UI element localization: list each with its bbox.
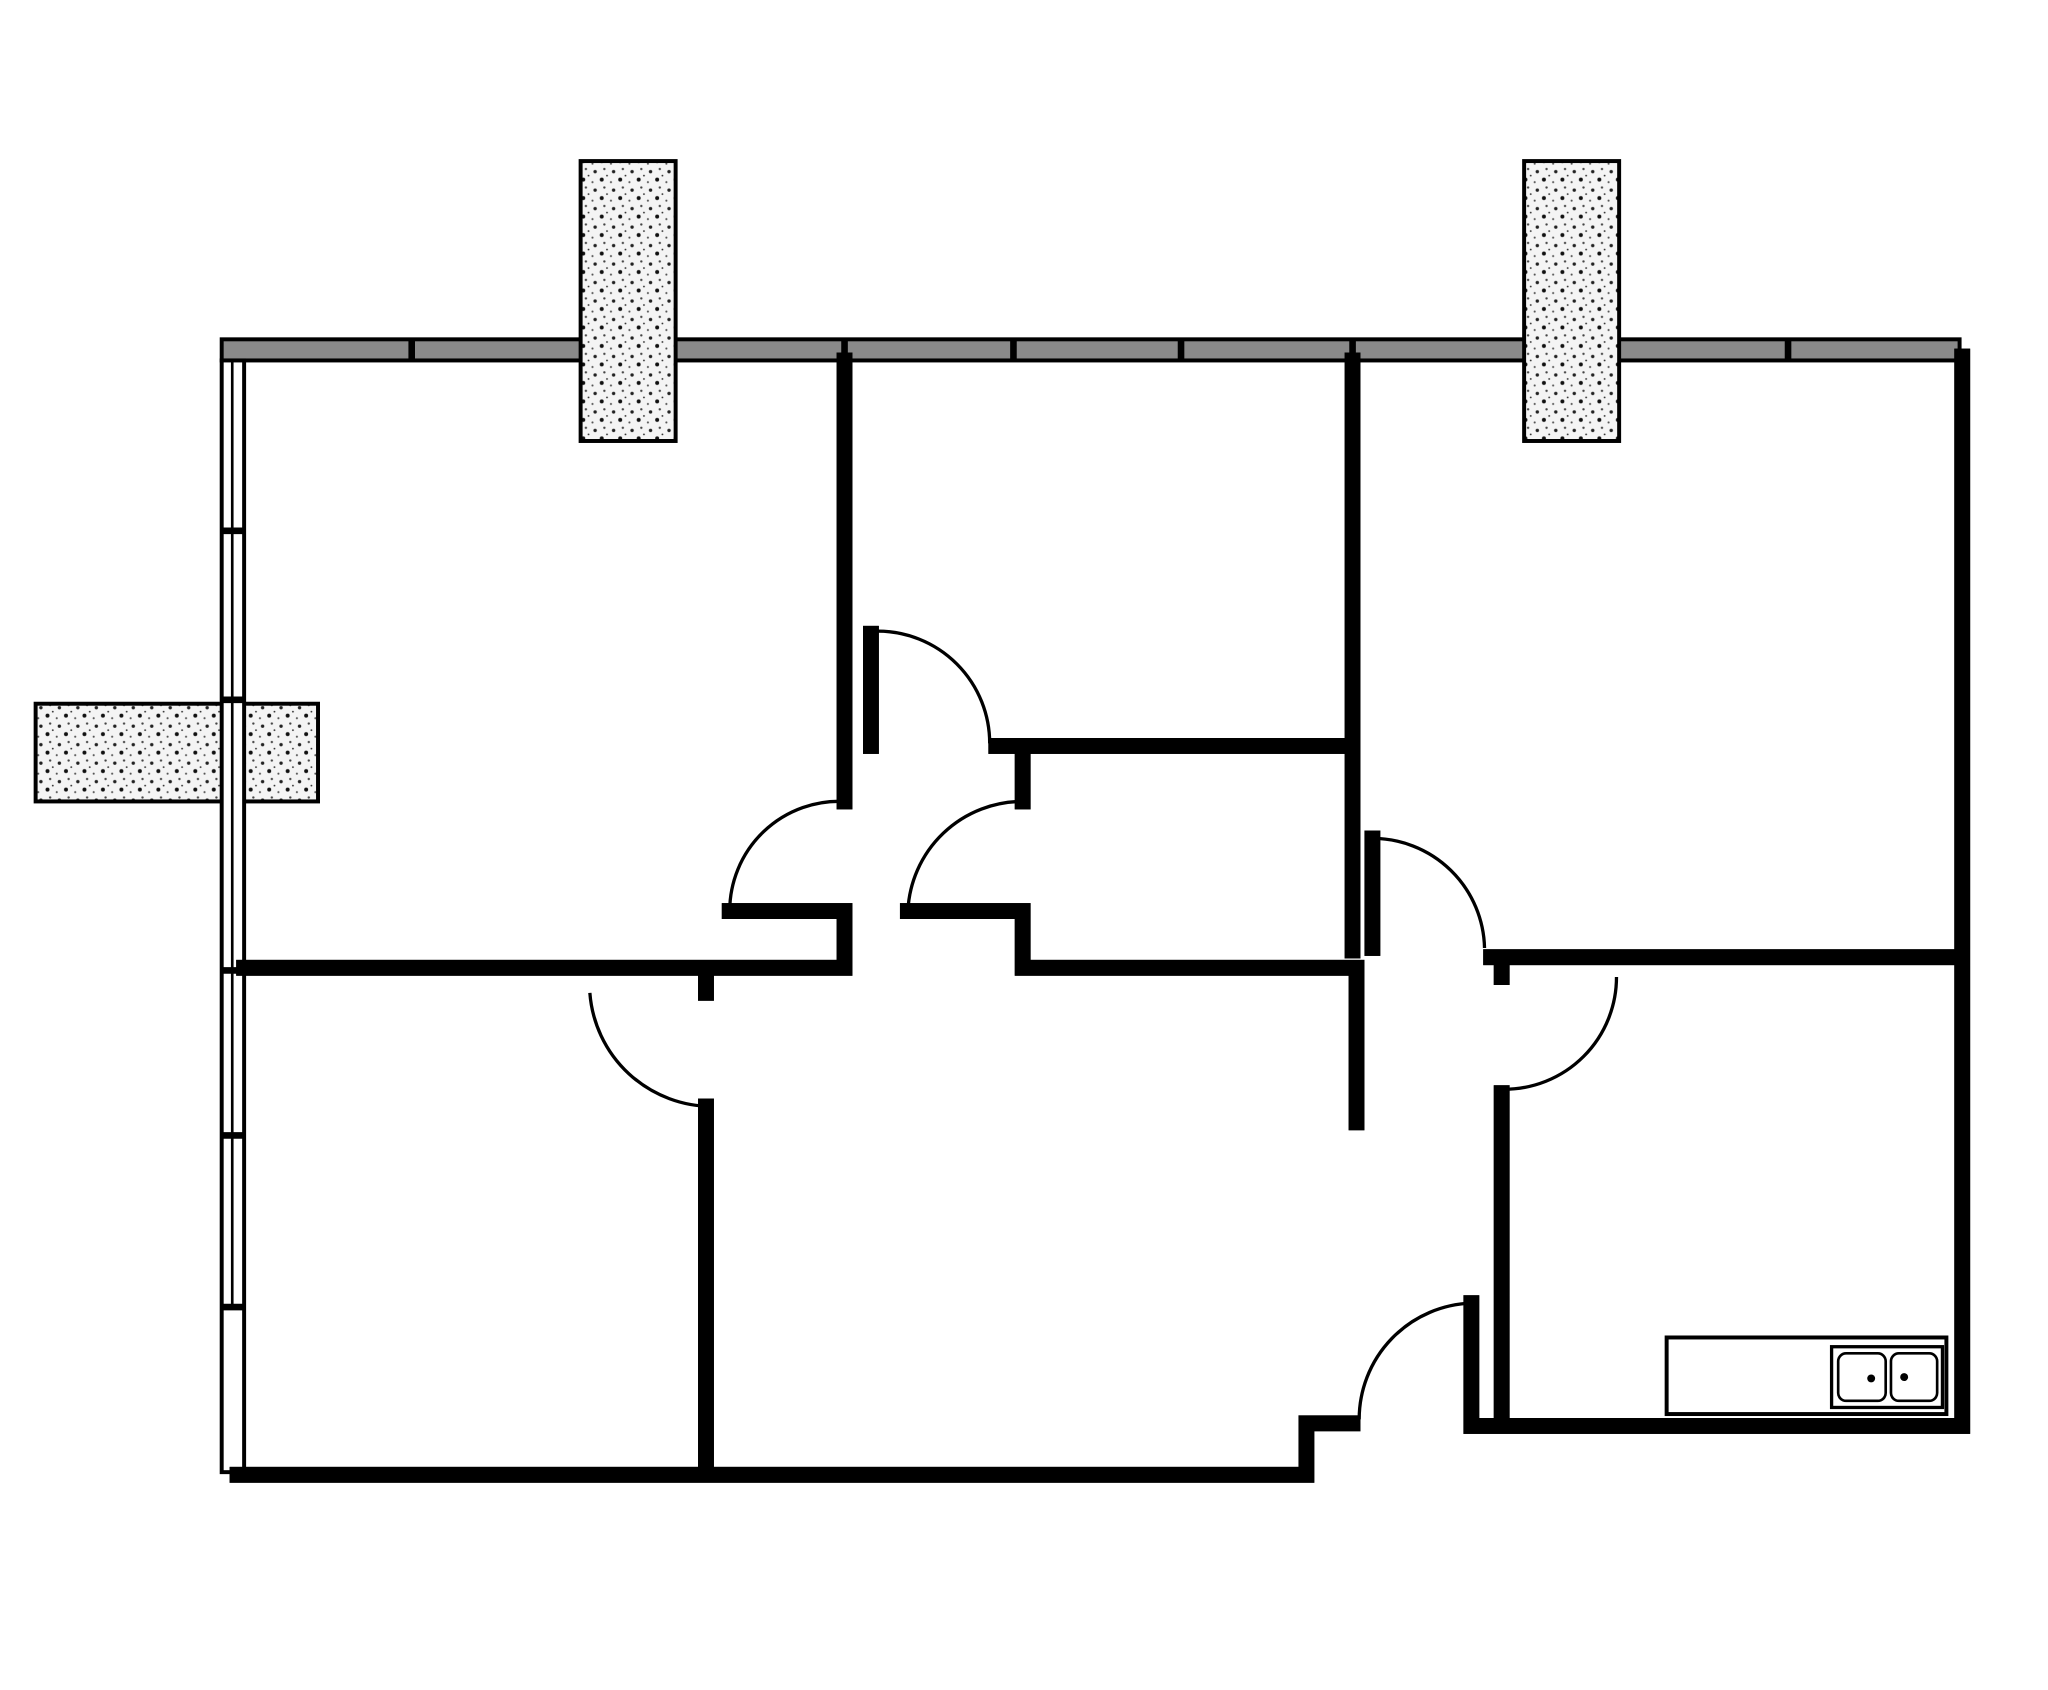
structural-column: [1522, 159, 1622, 443]
door-swings: [588, 629, 1619, 1420]
door-arc: [728, 799, 845, 912]
sink-icon: [1829, 1345, 1945, 1410]
door-arc: [906, 799, 1023, 912]
left-exterior-wall: [219, 358, 247, 1475]
door-arc: [877, 629, 992, 744]
structural-column: [578, 159, 678, 443]
walls: [238, 348, 1963, 1483]
door-arc: [1357, 1301, 1472, 1420]
structural-column: [33, 701, 320, 804]
door-arc: [1372, 836, 1487, 949]
door-arc: [588, 992, 713, 1109]
kitchen-counter: [1664, 1335, 1949, 1417]
door-arc: [1504, 977, 1619, 1091]
top-exterior-window-wall: [219, 337, 1962, 363]
